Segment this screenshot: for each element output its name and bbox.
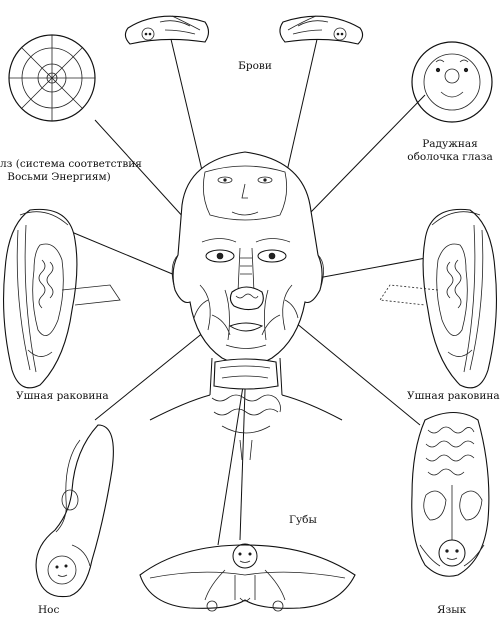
lips-figure [139, 543, 356, 612]
brow-figure-left [124, 15, 210, 45]
label-lips: Губы [289, 514, 317, 526]
label-brows: Брови [238, 60, 272, 72]
label-ear-right: Ушная раковина [407, 390, 500, 402]
connector-lines [61, 34, 443, 546]
label-eye-line2: Восьми Энергиям) [7, 171, 111, 183]
label-iris: Радужная оболочка глаза [400, 138, 500, 164]
eye-wheel [8, 34, 96, 122]
label-iris-line2: оболочка глаза [407, 151, 493, 163]
central-head [149, 151, 343, 461]
nose-figure [35, 424, 114, 598]
label-ear-left: Ушная раковина [16, 390, 109, 402]
label-eye: лз (система соответствия Восьми Энергиям… [0, 158, 142, 184]
ear-right [379, 208, 498, 389]
brow-figure-right [279, 15, 364, 45]
label-iris-line1: Радужная [422, 138, 478, 150]
tongue-figure [411, 411, 490, 577]
iris-face [411, 41, 493, 123]
label-eye-line1: лз (система соответствия [0, 158, 142, 170]
ear-left [2, 208, 121, 389]
label-nose: Нос [38, 604, 60, 616]
label-tongue: Язык [437, 604, 467, 616]
